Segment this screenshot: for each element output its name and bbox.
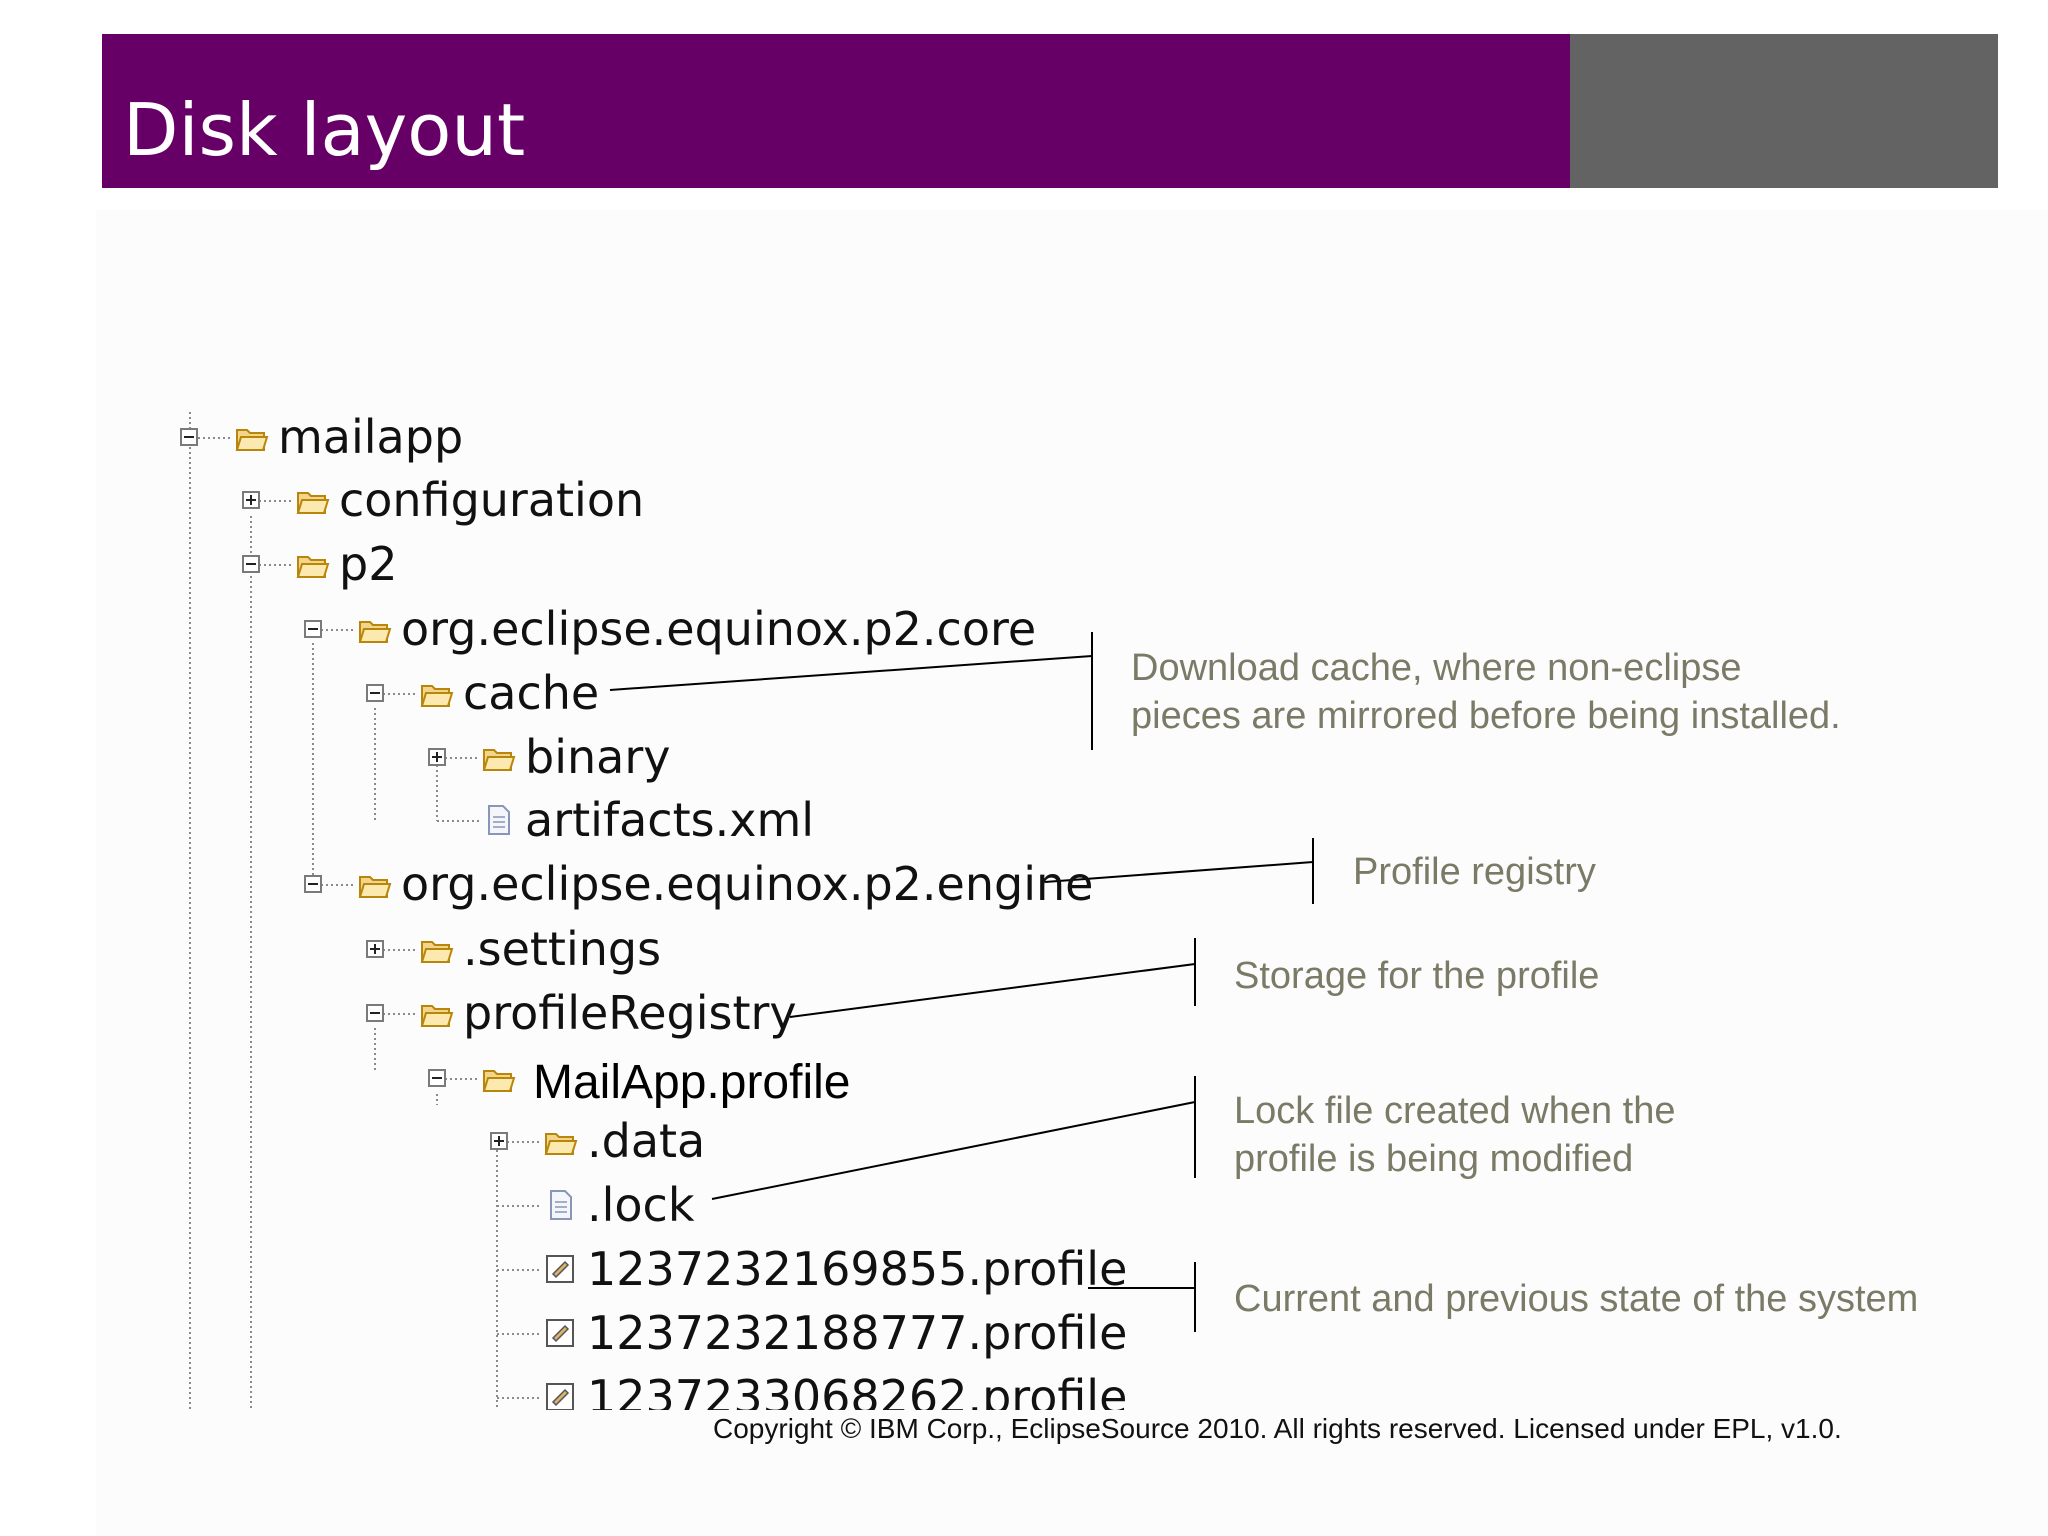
copyright-footer: Copyright © IBM Corp., EclipseSource 201… xyxy=(713,1413,1842,1444)
file-tree: mailapp configuration p2 org.eclipse.equ… xyxy=(180,410,1314,1410)
annotation-profile-registry: Profile registry xyxy=(1353,848,1596,896)
tree-connector-lines xyxy=(180,412,1314,1410)
annotation-line: Download cache, where non-eclipse xyxy=(1131,647,1742,689)
profile-file-icon xyxy=(546,1255,574,1283)
annotation-line: Storage for the profile xyxy=(1234,955,1600,997)
title-bar xyxy=(102,34,1570,188)
profile-file-icon xyxy=(546,1383,574,1410)
folder-icons xyxy=(235,429,578,1155)
folder-icon xyxy=(358,876,392,898)
annotation-lock-file: Lock file created when the profile is be… xyxy=(1234,1087,1676,1183)
tree-item-configuration[interactable]: configuration xyxy=(339,473,645,527)
tree-item-p2[interactable]: p2 xyxy=(339,537,398,591)
annotation-lines xyxy=(609,632,1314,1332)
folder-icon xyxy=(358,621,392,643)
folder-icon xyxy=(420,941,454,963)
folder-icon xyxy=(420,685,454,707)
tree-item-settings[interactable]: .settings xyxy=(463,922,662,976)
folder-icon xyxy=(296,492,330,514)
folder-icon xyxy=(544,1133,578,1155)
tree-item-p2-core[interactable]: org.eclipse.equinox.p2.core xyxy=(401,602,1037,656)
tree-item-profile-registry[interactable]: profileRegistry xyxy=(463,986,797,1040)
annotation-storage: Storage for the profile xyxy=(1234,952,1599,1000)
annotation-line: Profile registry xyxy=(1353,851,1596,893)
tree-item-profile-2[interactable]: 1237232188777.profile xyxy=(587,1306,1128,1360)
tree-item-profile-3[interactable]: 1237233068262.profile xyxy=(587,1370,1128,1410)
folder-icon xyxy=(482,1070,516,1092)
annotation-line: profile is being modified xyxy=(1234,1138,1634,1180)
file-icon xyxy=(550,1190,572,1220)
folder-icon xyxy=(420,1005,454,1027)
tree-item-mailapp-profile[interactable]: MailApp.profile xyxy=(533,1056,851,1109)
tree-item-artifacts-xml[interactable]: artifacts.xml xyxy=(525,793,815,847)
folder-icon xyxy=(296,556,330,578)
slide-title: Disk layout xyxy=(123,88,526,172)
slide-background xyxy=(96,210,2048,1536)
annotation-line: Current and previous state of the system xyxy=(1234,1278,1919,1320)
tree-item-p2-engine[interactable]: org.eclipse.equinox.p2.engine xyxy=(401,857,1094,911)
profile-file-icon xyxy=(546,1319,574,1347)
tree-item-lock[interactable]: .lock xyxy=(587,1178,695,1232)
tree-item-cache[interactable]: cache xyxy=(463,666,600,720)
annotation-line: pieces are mirrored before being install… xyxy=(1131,695,1841,737)
file-icons xyxy=(488,805,574,1410)
file-icon xyxy=(488,805,510,835)
annotation-line: Lock file created when the xyxy=(1234,1090,1676,1132)
folder-icon xyxy=(482,749,516,771)
tree-item-profile-1[interactable]: 1237232169855.profile xyxy=(587,1242,1128,1296)
annotation-download-cache: Download cache, where non-eclipse pieces… xyxy=(1131,644,1841,740)
tree-item-data[interactable]: .data xyxy=(587,1114,706,1168)
title-bar-accent xyxy=(1570,34,1998,188)
tree-item-binary[interactable]: binary xyxy=(525,730,671,784)
folder-icon xyxy=(235,429,269,451)
tree-item-mailapp[interactable]: mailapp xyxy=(278,410,464,464)
annotation-states: Current and previous state of the system xyxy=(1234,1275,1918,1323)
